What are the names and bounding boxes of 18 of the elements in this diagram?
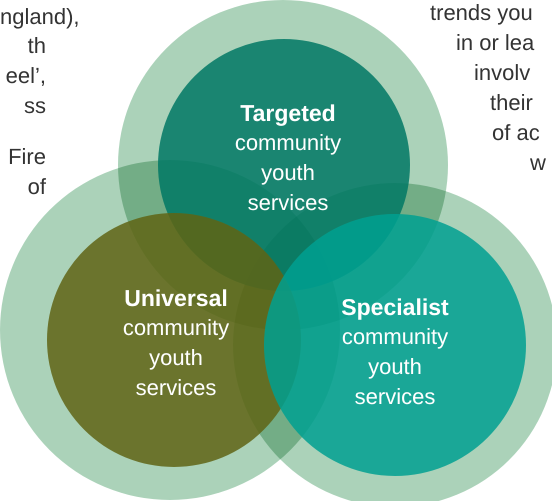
body-text: Fire — [8, 144, 46, 170]
body-text: trends you — [430, 0, 533, 26]
body-text: eel’, — [6, 63, 46, 89]
body-text: w — [530, 150, 546, 176]
body-text: ngland), — [0, 4, 80, 30]
body-text: of ac — [492, 120, 540, 146]
body-text: of — [28, 174, 46, 200]
body-text: in or lea — [456, 30, 534, 56]
circle-heading: Universal — [124, 284, 228, 313]
circle-heading: Specialist — [341, 293, 449, 322]
body-text: ss — [24, 93, 46, 119]
circle-text: community youth services — [340, 323, 450, 411]
circle-heading: Targeted — [240, 99, 336, 128]
body-text: their — [490, 90, 533, 116]
circle-text: community youth services — [234, 129, 342, 217]
body-text: th — [28, 33, 46, 59]
body-text: involv — [474, 60, 530, 86]
circle-text: community youth services — [122, 314, 230, 402]
